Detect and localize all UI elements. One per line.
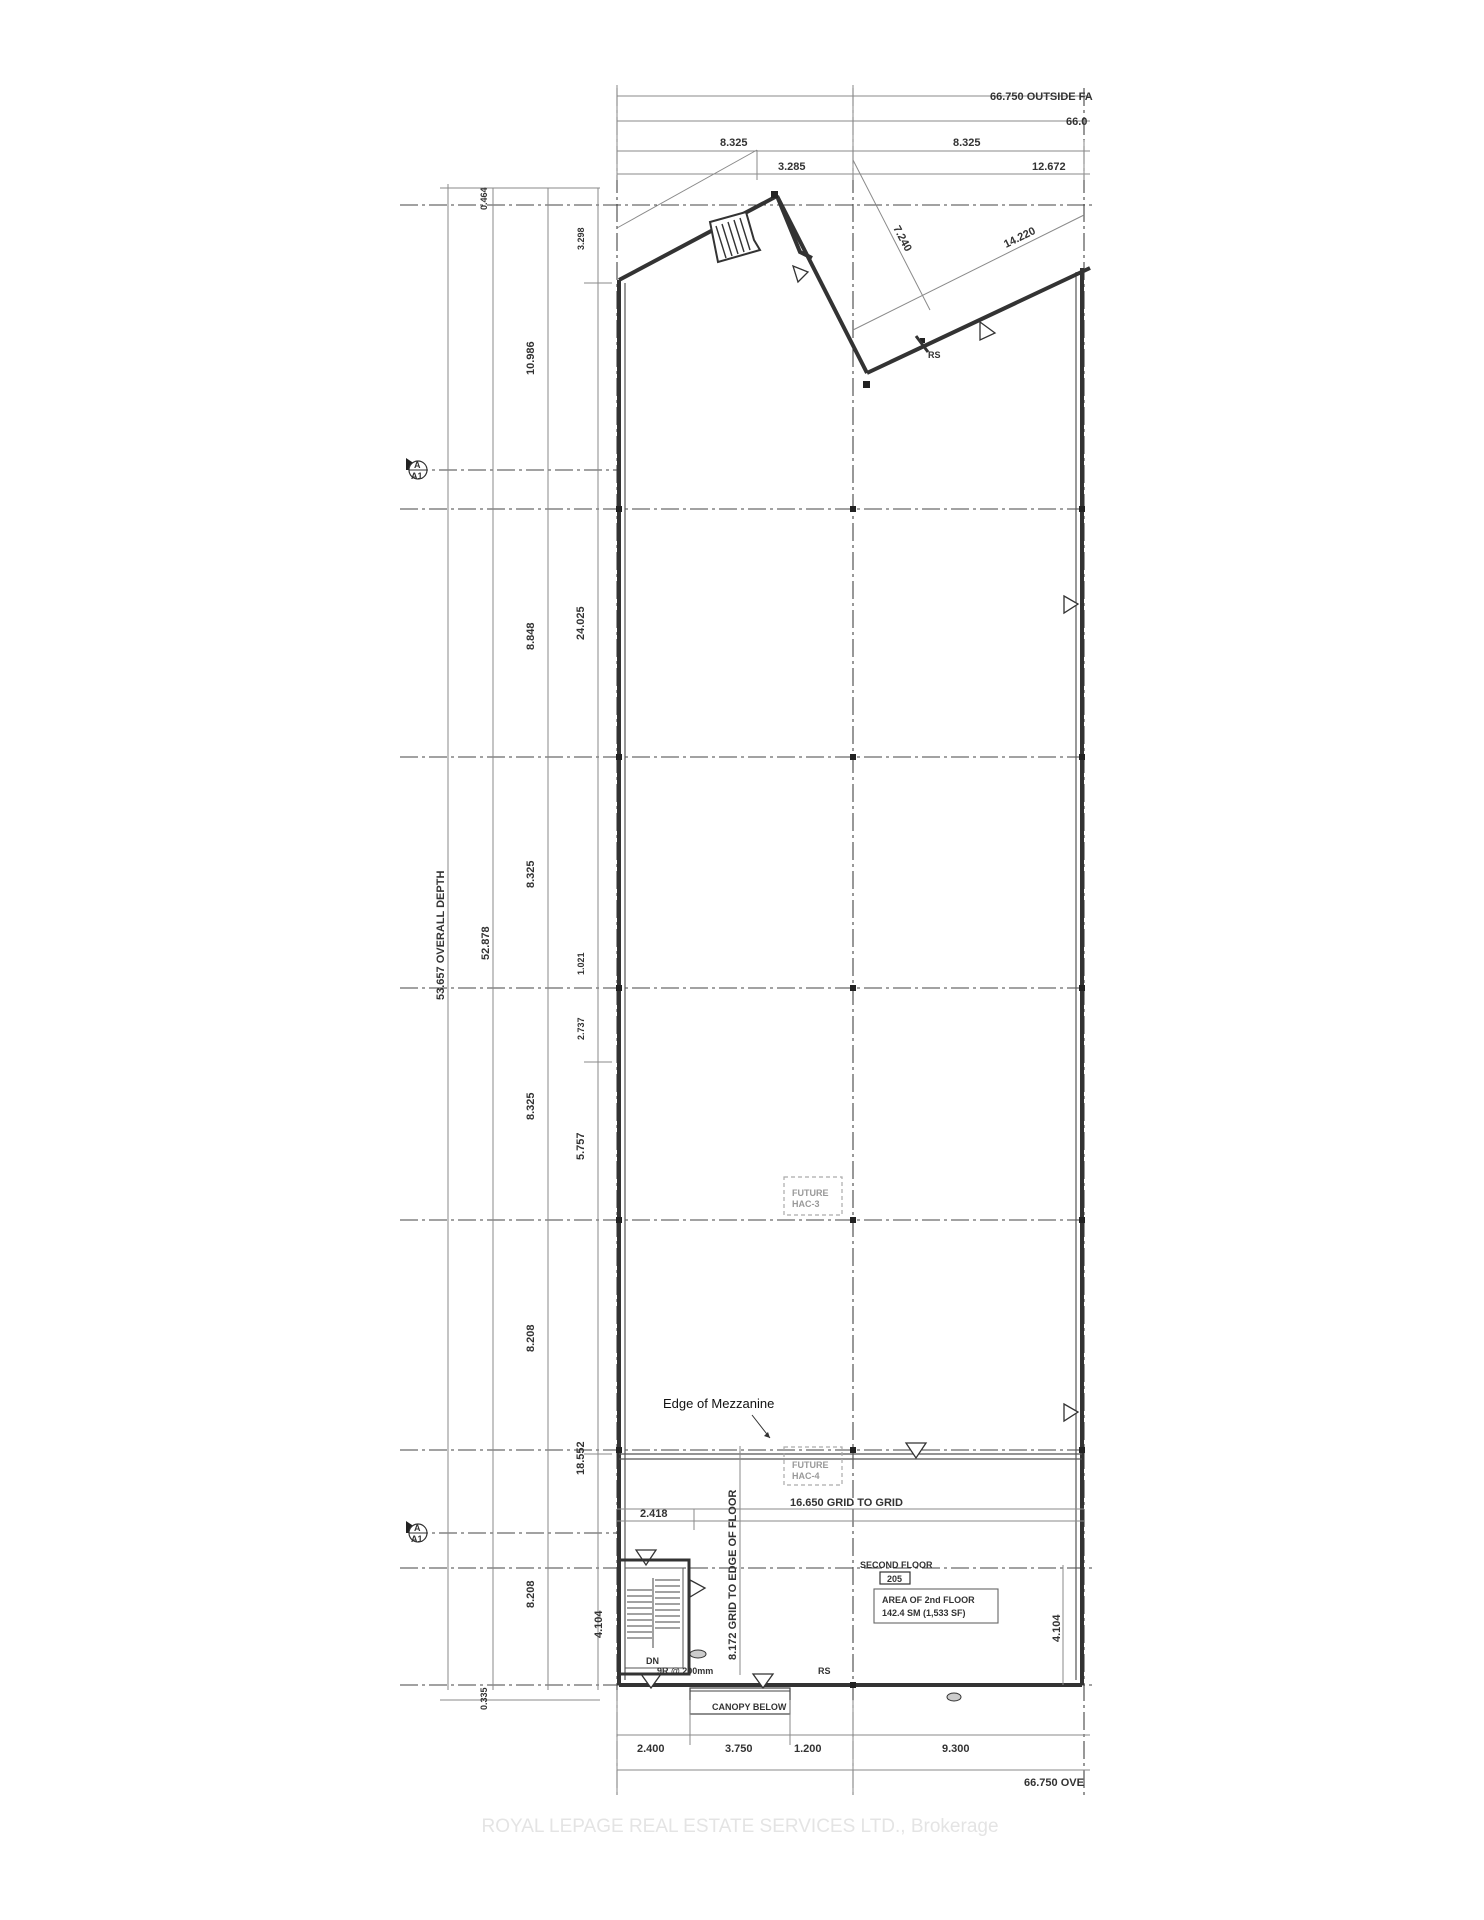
dim-sub-1021: 1.021 — [576, 952, 586, 975]
dim-outside-face: 66.750 OUTSIDE FA — [990, 91, 1093, 103]
left-dimension-lines — [440, 184, 612, 1701]
dim-bottom-seg-4: 9.300 — [942, 1743, 970, 1755]
dim-top-edge: 0.464 — [479, 187, 489, 210]
edge-of-mezzanine-note: Edge of Mezzanine — [663, 1396, 774, 1439]
dim-bay-1: 10.986 — [525, 341, 537, 375]
room-number: 205 — [887, 1574, 902, 1584]
canopy-below-label: CANOPY BELOW — [712, 1702, 787, 1712]
edge-of-mezzanine-label: Edge of Mezzanine — [663, 1396, 774, 1411]
future-hac-3: FUTURE HAC-3 — [783, 1176, 843, 1216]
dim-2418: 2.418 — [640, 1508, 668, 1520]
section-marker-lower-sheet: A1 — [411, 1534, 423, 1544]
stair-riser-label: 9R @ 200mm — [657, 1666, 713, 1676]
future-hac-4-line2: HAC-4 — [792, 1471, 820, 1481]
dim-grid-total: 52.878 — [480, 926, 492, 960]
dim-bottom-seg-3: 1.200 — [794, 1743, 822, 1755]
bottom-dimension-values: 2.400 3.750 1.200 9.300 66.750 OVE — [637, 1743, 1084, 1789]
dim-grid-to-grid: 16.650 GRID TO GRID — [790, 1497, 903, 1509]
dim-bottom-seg-2: 3.750 — [725, 1743, 753, 1755]
top-dimension-values: 66.750 OUTSIDE FA 66.0 8.325 8.325 3.285… — [720, 91, 1093, 254]
section-marker-upper-letter: A — [414, 460, 421, 470]
dim-sub-4104: 4.104 — [593, 1610, 605, 1638]
stair-top — [708, 210, 762, 264]
dim-offset: 3.285 — [778, 161, 806, 173]
dim-bay-5: 8.208 — [525, 1324, 537, 1352]
dim-bottom-overall: 66.750 OVE — [1024, 1777, 1084, 1789]
stair-bottom: DN 9R @ 200mm — [617, 1558, 713, 1676]
bottom-dimension-lines — [616, 1690, 1090, 1795]
dim-sub-top: 3.298 — [576, 227, 586, 250]
mezzanine-dimension-lines — [617, 1446, 1084, 1685]
dim-right-4104: 4.104 — [1051, 1614, 1063, 1642]
rs-label-bottom: RS — [818, 1666, 831, 1676]
dim-right-run: 12.672 — [1032, 161, 1066, 173]
section-marker-lower: A A1 — [406, 1521, 428, 1544]
dim-bay-left: 8.325 — [720, 137, 748, 149]
second-floor-area: SECOND FLOOR 205 AREA OF 2nd FLOOR 142.4… — [860, 1560, 999, 1624]
dim-sub-18552: 18.552 — [575, 1441, 587, 1475]
rs-label-top: RS — [928, 350, 941, 360]
dim-bay-3: 8.325 — [525, 860, 537, 888]
future-hac-3-line2: HAC-3 — [792, 1199, 820, 1209]
future-hac-4-line1: FUTURE — [792, 1460, 829, 1470]
future-hac-4: FUTURE HAC-4 — [783, 1446, 843, 1486]
dim-bay-right: 8.325 — [953, 137, 981, 149]
area-line-2: 142.4 SM (1,533 SF) — [882, 1608, 966, 1618]
dim-sub-2737: 2.737 — [576, 1017, 586, 1040]
dim-overall-depth: 53.657 OVERALL DEPTH — [435, 871, 447, 1000]
future-hac-3-line1: FUTURE — [792, 1188, 829, 1198]
columns — [616, 191, 1085, 1688]
grid-lines — [400, 88, 1094, 1795]
dim-bay-2: 8.848 — [525, 622, 537, 650]
canopy: CANOPY BELOW — [689, 1687, 791, 1715]
left-dimension-values: 53.657 OVERALL DEPTH 52.878 0.464 0.335 … — [435, 187, 605, 1710]
second-floor-label: SECOND FLOOR — [860, 1560, 933, 1570]
dim-sub-24: 24.025 — [575, 606, 587, 640]
drain-symbol — [946, 1692, 962, 1702]
stair-dn-label: DN — [646, 1656, 659, 1666]
window-tags — [634, 264, 1080, 1690]
top-dimension-lines — [616, 85, 1090, 331]
dim-bottom-seg-1: 2.400 — [637, 1743, 665, 1755]
dim-bay-6: 8.208 — [525, 1580, 537, 1608]
dim-grid-to-edge: 8.172 GRID TO EDGE OF FLOOR — [727, 1490, 739, 1660]
dim-sub-5757: 5.757 — [575, 1132, 587, 1160]
brokerage-watermark: ROYAL LEPAGE REAL ESTATE SERVICES LTD., … — [481, 1816, 998, 1837]
dim-bay-4: 8.325 — [525, 1092, 537, 1120]
section-marker-lower-letter: A — [414, 1523, 421, 1533]
area-line-1: AREA OF 2nd FLOOR — [882, 1595, 975, 1605]
section-marker-upper: A A1 — [406, 458, 428, 481]
section-marker-upper-sheet: A1 — [411, 471, 423, 481]
exterior-walls — [617, 194, 1091, 1687]
dim-bottom-edge: 0.335 — [479, 1687, 489, 1710]
dim-cut-value: 66.0 — [1066, 116, 1087, 128]
